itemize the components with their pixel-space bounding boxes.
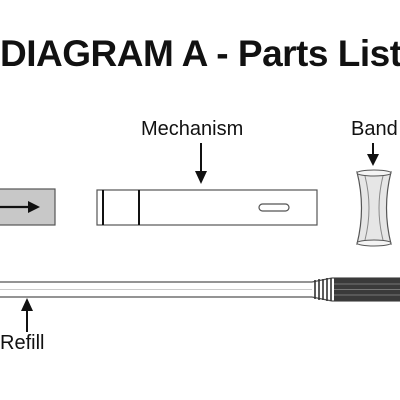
refill-grip bbox=[314, 278, 400, 301]
refill-label: Refill bbox=[0, 332, 45, 354]
band-part bbox=[356, 169, 392, 247]
shaded-part bbox=[0, 188, 56, 226]
refill-arrow bbox=[21, 298, 33, 332]
band-label: Band bbox=[351, 118, 398, 140]
mechanism-label: Mechanism bbox=[141, 118, 244, 140]
refill-part bbox=[0, 277, 400, 302]
mechanism-part bbox=[96, 189, 318, 226]
diagram-title: DIAGRAM A - Parts List bbox=[0, 33, 400, 74]
mechanism-arrow bbox=[195, 143, 207, 184]
band-arrow bbox=[367, 143, 379, 166]
